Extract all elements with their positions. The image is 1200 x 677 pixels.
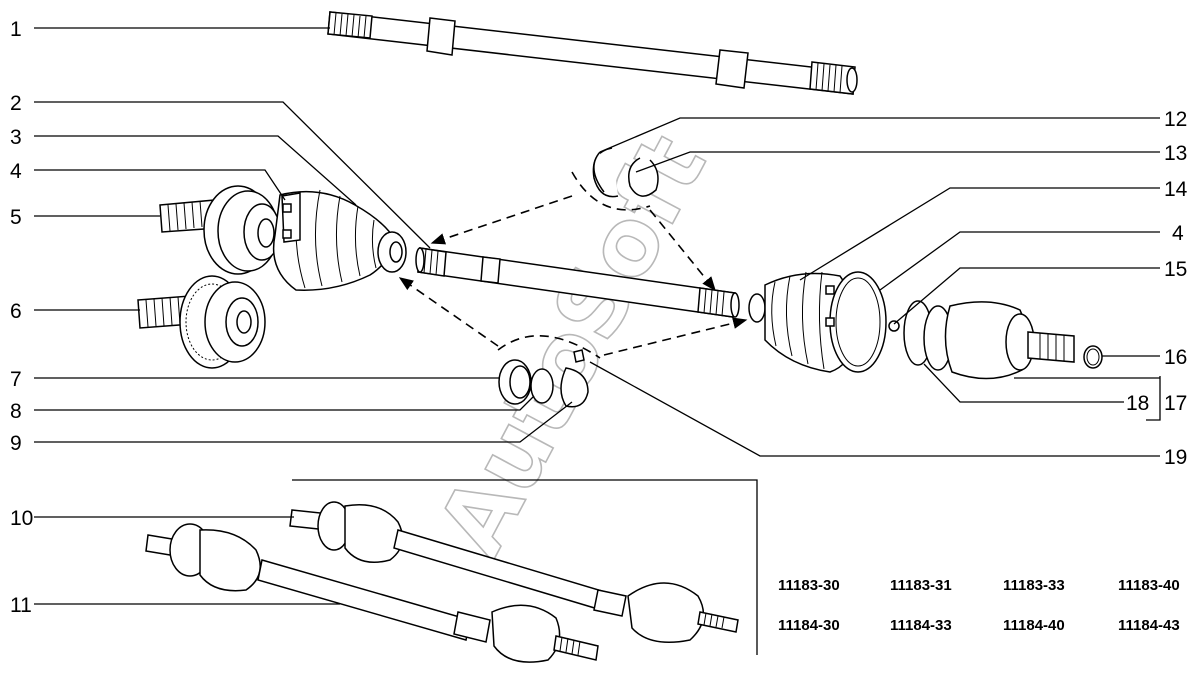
model-code: 11184-33 [890,617,952,634]
complete-drive-shafts [145,479,758,663]
callout-15: 15 [1164,258,1187,281]
callout-7: 7 [10,368,22,391]
leader-lines [34,27,1161,605]
model-code: 11183-33 [1003,577,1065,594]
callout-1: 1 [10,18,22,41]
model-code: 11184-30 [778,617,840,634]
callout-18: 18 [1126,392,1149,415]
callout-12: 12 [1164,108,1187,131]
callout-labels: 1 2 3 4 5 6 7 8 9 10 11 12 13 14 4 15 16… [10,18,1188,617]
callout-2: 2 [10,92,22,115]
callout-3: 3 [10,126,22,149]
model-code: 11183-31 [890,577,952,594]
callout-19: 19 [1164,446,1187,469]
model-code: 11183-30 [778,577,840,594]
callout-5: 5 [10,206,22,229]
callout-9: 9 [10,432,22,455]
short-shaft [415,247,740,318]
retaining-rings-bottom [497,334,601,408]
callout-14: 14 [1164,178,1188,201]
callout-16: 16 [1164,346,1187,369]
callout-8: 8 [10,400,22,423]
model-code: 11183-40 [1118,577,1180,594]
model-code: 11184-43 [1118,617,1180,634]
watermark-text: AutoSoft [418,118,727,572]
callout-4: 4 [10,160,22,183]
callout-13: 13 [1164,142,1187,165]
inner-cv-joint-assembly [159,185,407,291]
callout-10: 10 [10,507,33,530]
callout-17: 17 [1164,392,1187,415]
model-codes: 11183-30 11183-31 11183-33 11183-40 1118… [778,577,1180,634]
callout-6: 6 [10,300,22,323]
cv-joint-with-abs-ring [137,275,266,369]
outer-cv-joint-assembly [748,271,1103,380]
model-code: 11184-40 [1003,617,1065,634]
callout-4-right: 4 [1172,222,1184,245]
intermediate-shaft [327,11,858,95]
callout-11: 11 [10,594,32,617]
retaining-rings-top [571,147,659,211]
